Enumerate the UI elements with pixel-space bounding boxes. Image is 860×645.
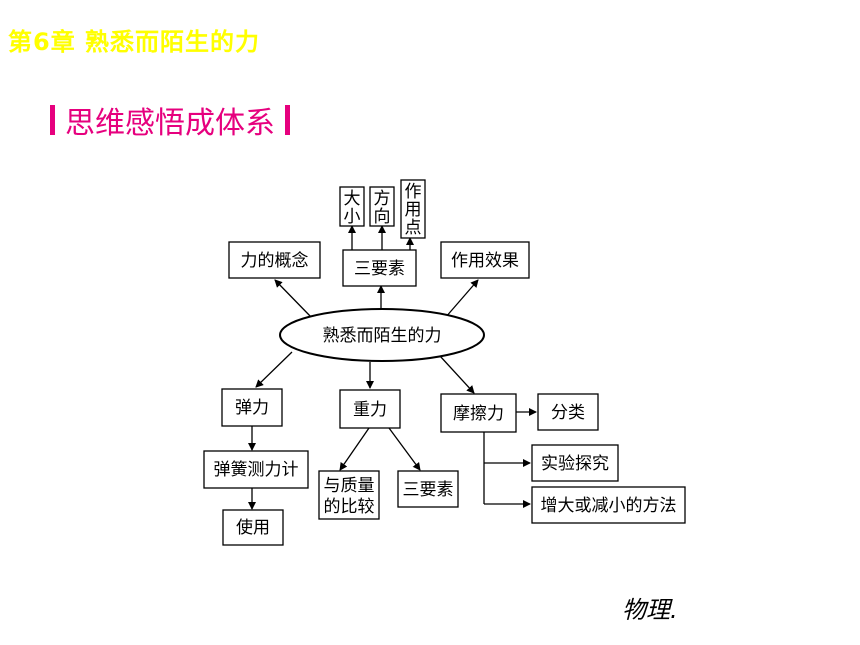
size-label-1: 大 — [344, 189, 361, 209]
experiment-label: 实验探究 — [541, 454, 609, 474]
increase-decrease-label: 增大或减小的方法 — [541, 496, 677, 516]
gravity-elements-box — [397, 470, 459, 508]
arrow-to-gravity-elements — [388, 427, 421, 471]
effect-box — [440, 241, 530, 279]
arrow-to-effect — [444, 279, 479, 319]
concept-box — [228, 241, 321, 279]
mass-compare-box — [318, 470, 380, 520]
elastic-box — [221, 388, 283, 427]
mass-compare-label-1: 与质量 — [324, 476, 375, 496]
elastic-label: 弹力 — [235, 398, 269, 418]
chapter-title: 第6章 熟悉而陌生的力 — [8, 28, 261, 56]
center-node: 熟悉而陌生的力 — [323, 325, 442, 346]
use-label: 使用 — [236, 517, 270, 538]
experiment-box — [531, 444, 619, 482]
accent-bar-left — [50, 105, 55, 135]
friction-box — [440, 393, 517, 433]
gravity-label: 重力 — [353, 400, 387, 420]
point-label-1: 作 — [405, 182, 422, 202]
connectors — [248, 225, 537, 510]
friction-label: 摩擦力 — [453, 404, 504, 424]
center-node-shape — [279, 308, 485, 362]
gravity-elements-label: 三要素 — [403, 480, 454, 500]
section-header: 思维感悟成体系 — [50, 100, 290, 141]
three-elements-label: 三要素 — [354, 259, 405, 279]
effect-label: 作用效果 — [451, 251, 519, 271]
arrow-to-mass-compare — [339, 427, 370, 471]
three-elements-box — [342, 249, 417, 287]
point-box — [400, 179, 426, 239]
mass-compare-label-2: 的比较 — [324, 497, 375, 517]
direction-box — [369, 186, 395, 227]
accent-bar-right — [285, 105, 290, 135]
classify-box — [537, 393, 599, 431]
classify-label: 分类 — [551, 403, 585, 423]
point-label-2: 用 — [405, 200, 422, 220]
direction-label-1: 方 — [374, 189, 391, 209]
gravity-box — [339, 389, 401, 429]
arrow-to-friction — [439, 355, 475, 394]
section-title: 思维感悟成体系 — [65, 106, 275, 141]
size-label-2: 小 — [344, 207, 361, 227]
arrow-to-elastic — [255, 351, 293, 388]
size-box — [339, 186, 365, 227]
spring-scale-label: 弹簧测力计 — [214, 460, 299, 480]
concept-label: 力的概念 — [241, 250, 309, 271]
arrow-to-concept — [274, 279, 313, 319]
use-box — [222, 509, 284, 546]
spring-scale-box — [203, 450, 309, 489]
footer-brand: 物理. — [622, 596, 678, 624]
point-label-3: 点 — [405, 218, 422, 238]
direction-label-2: 向 — [374, 207, 391, 227]
increase-decrease-box — [531, 486, 686, 524]
